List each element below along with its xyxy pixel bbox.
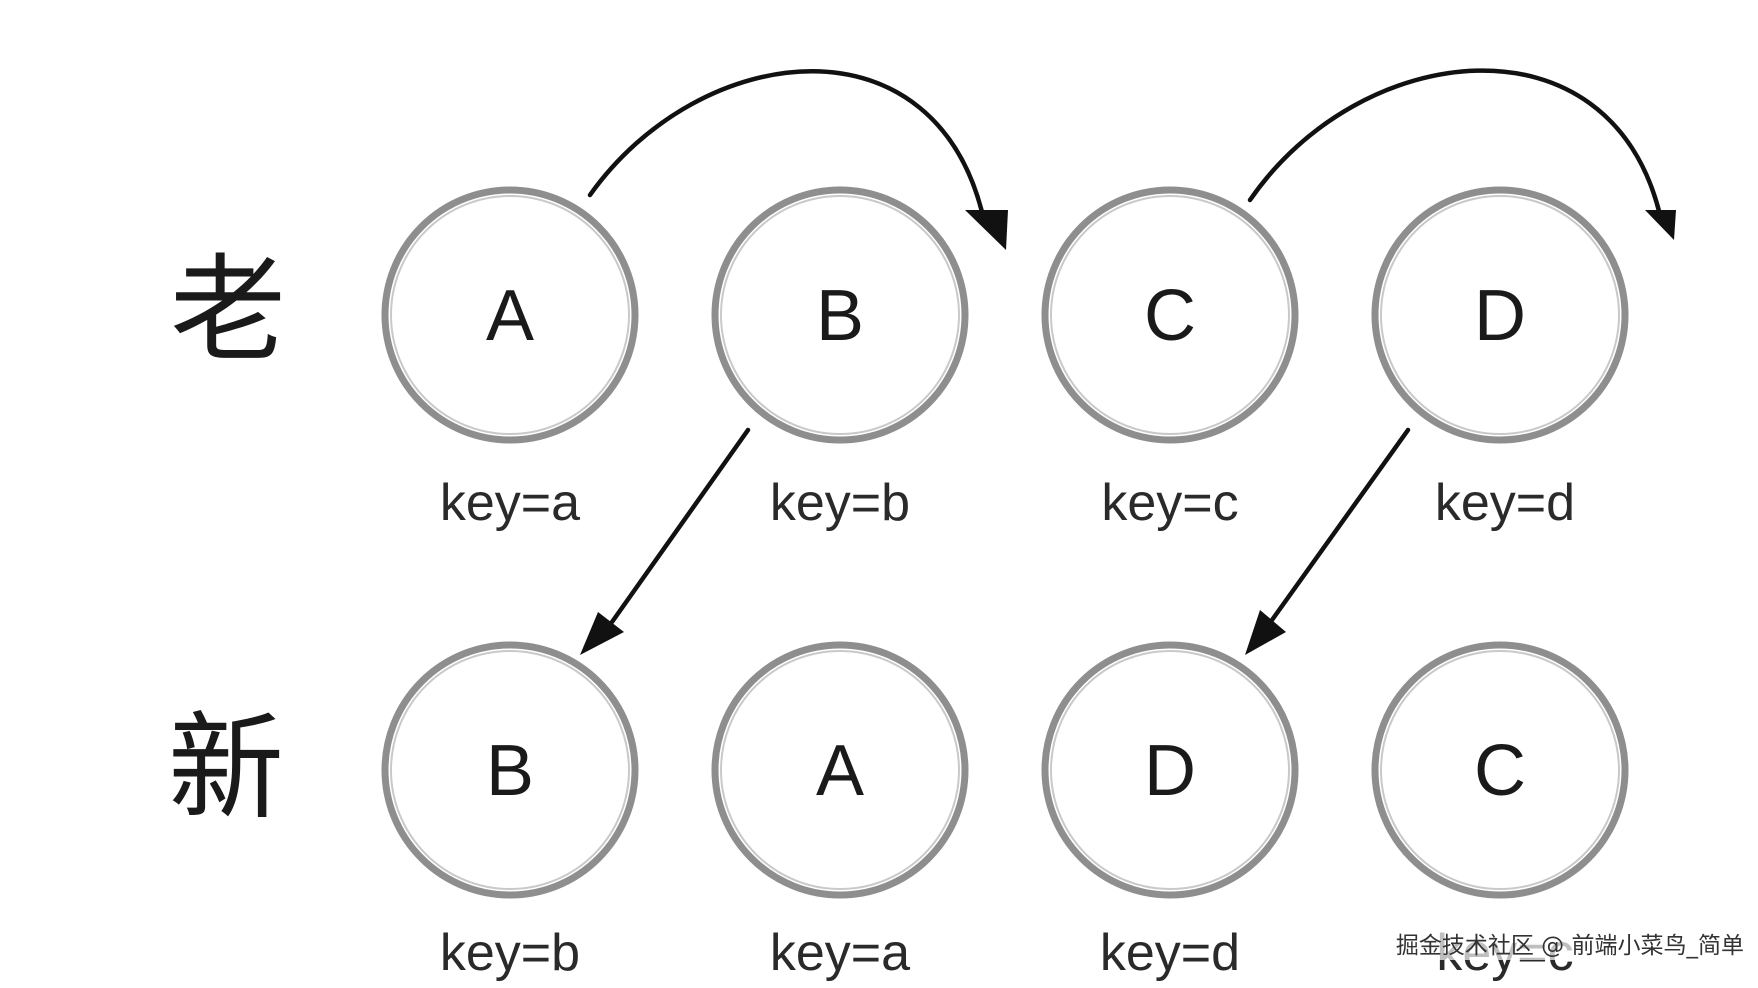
old-node-0: A key=a xyxy=(381,186,639,532)
old-row-label: 老 xyxy=(170,243,286,378)
old-node-0-key: key=a xyxy=(440,474,580,532)
new-node-0-key: key=b xyxy=(440,924,580,982)
old-node-3-key: key=d xyxy=(1435,474,1575,532)
new-node-2-key: key=d xyxy=(1100,924,1240,982)
old-node-2-letter: C xyxy=(1144,276,1196,356)
old-node-2: C key=c xyxy=(1041,186,1299,532)
move-arrow-a xyxy=(587,69,1008,250)
new-node-1-letter: A xyxy=(816,731,864,811)
match-arrow-d xyxy=(1245,427,1411,655)
new-node-2-letter: D xyxy=(1144,731,1196,811)
new-node-2: D key=d xyxy=(1041,641,1299,982)
new-node-1: A key=a xyxy=(711,641,969,982)
old-node-1: B key=b xyxy=(711,186,969,532)
old-node-1-letter: B xyxy=(816,276,864,356)
old-node-1-key: key=b xyxy=(770,474,910,532)
new-node-0-letter: B xyxy=(486,731,534,811)
new-row-label: 新 xyxy=(168,701,284,836)
new-node-1-key: key=a xyxy=(770,924,910,982)
old-node-3: D key=d xyxy=(1371,186,1629,532)
old-node-0-letter: A xyxy=(486,276,534,356)
old-node-3-letter: D xyxy=(1474,276,1526,356)
match-arrow-b xyxy=(580,427,751,655)
old-node-2-key: key=c xyxy=(1101,474,1238,532)
move-arrow-c xyxy=(1247,68,1676,240)
new-node-0: B key=b xyxy=(381,641,639,982)
new-node-3-letter: C xyxy=(1474,731,1526,811)
watermark: 掘金技术社区 @ 前端小菜鸟_简单 xyxy=(1393,926,1746,960)
